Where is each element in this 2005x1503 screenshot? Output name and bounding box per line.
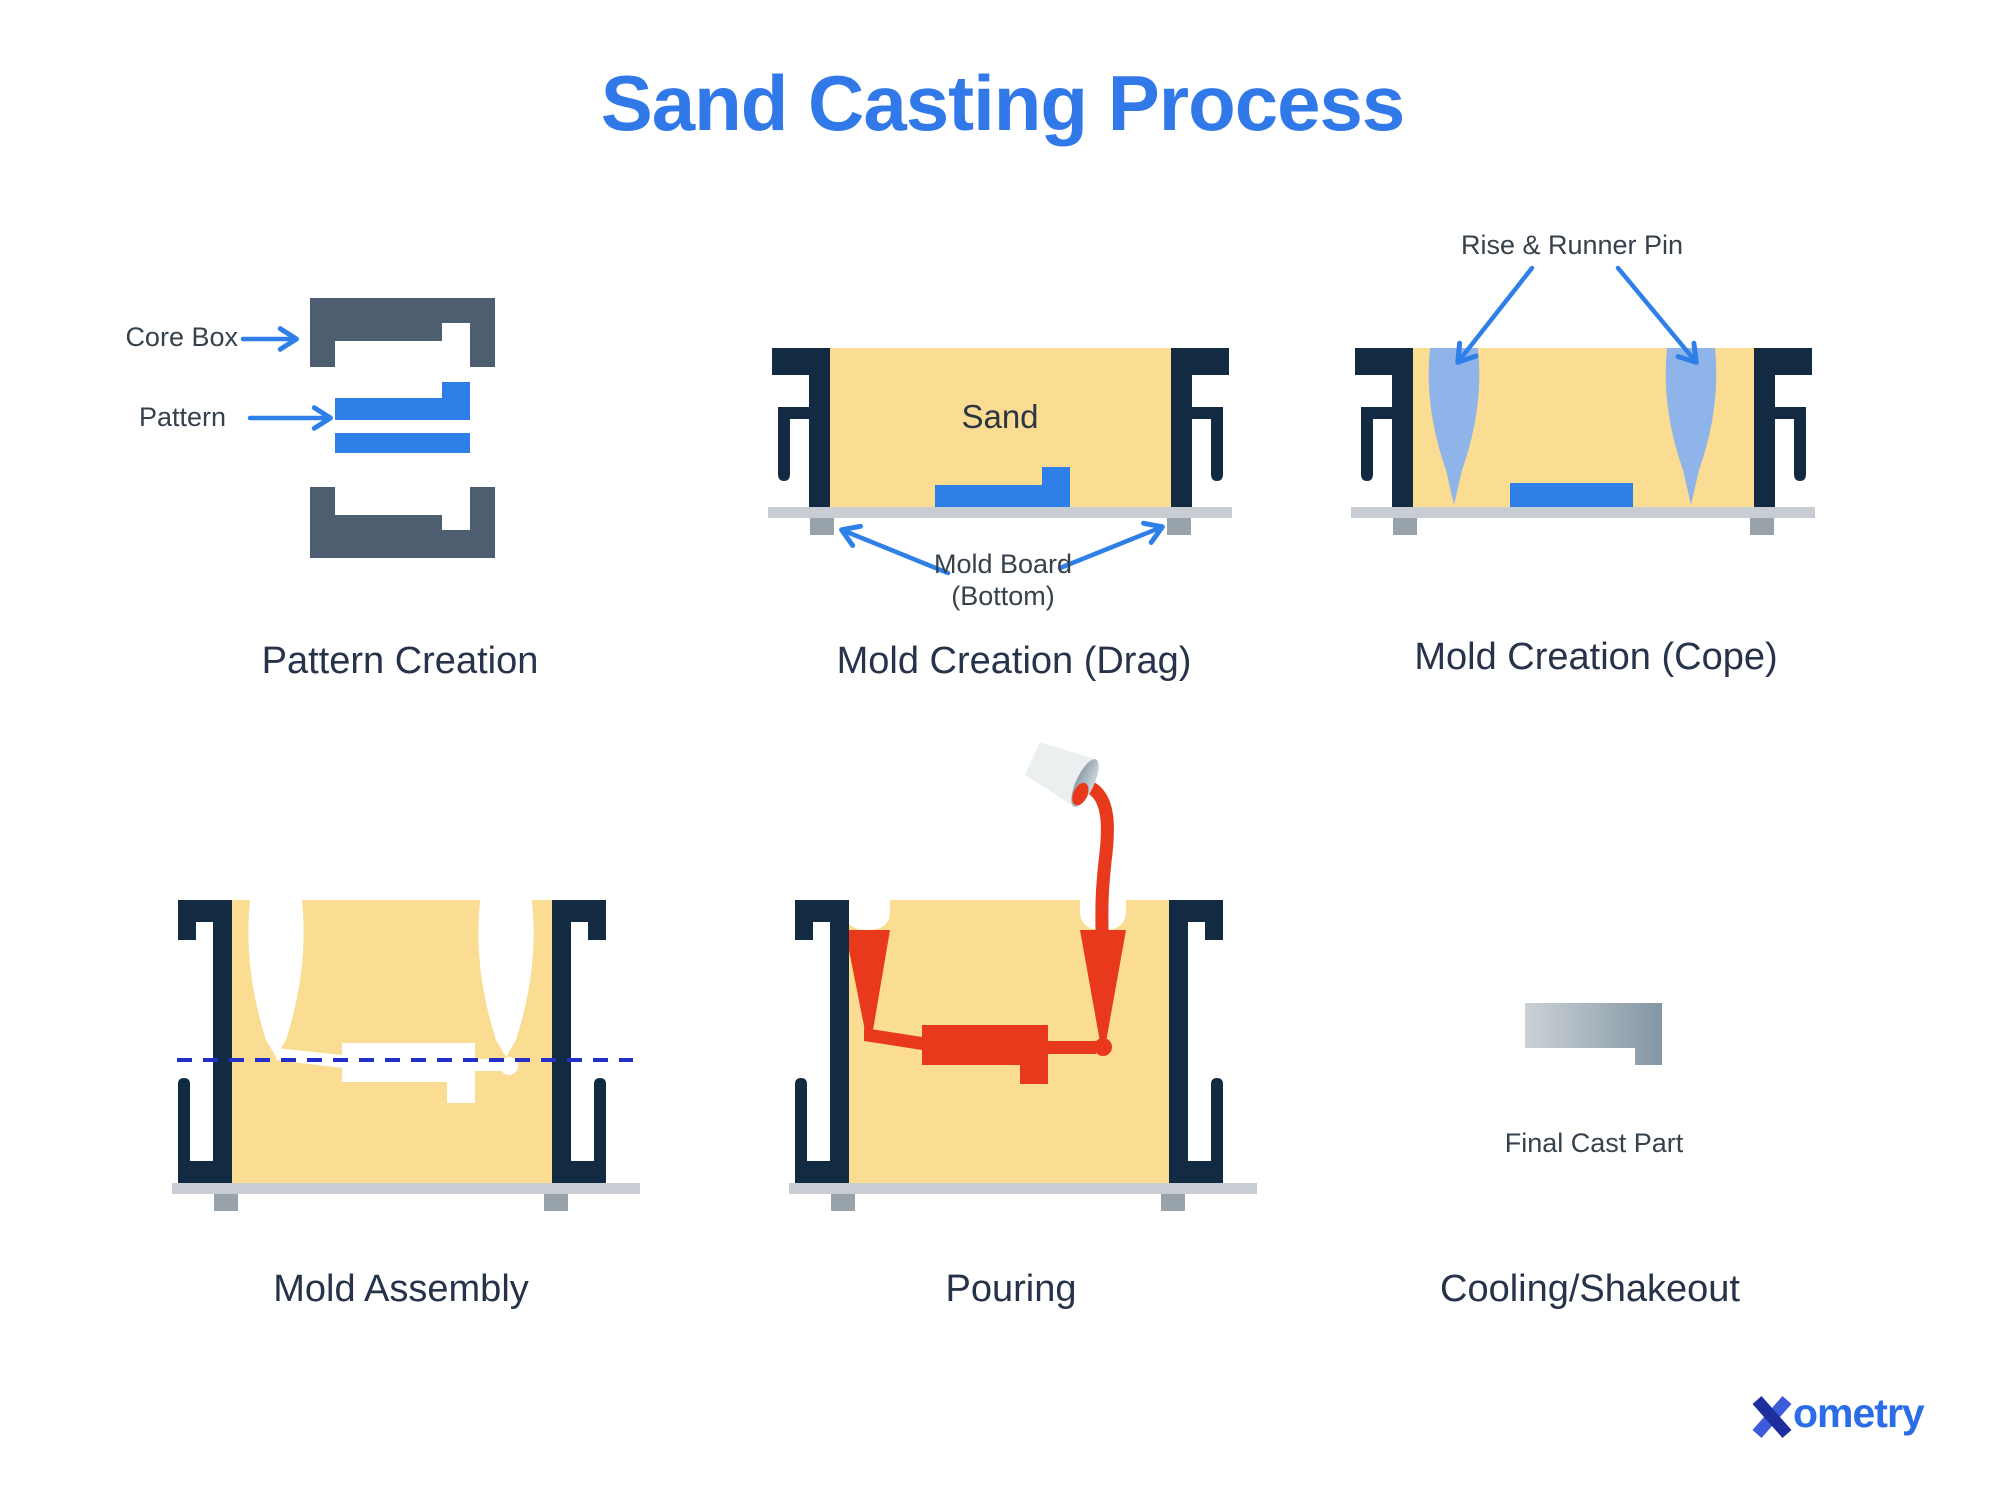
xometry-wordmark: ometry (1793, 1390, 1925, 1436)
ladle-molten-metal (1072, 782, 1089, 806)
caption-pattern-creation: Pattern Creation (261, 640, 539, 682)
flask-right-clamp (1169, 1078, 1223, 1183)
final-cast-part-label: Final Cast Part (1504, 1128, 1684, 1158)
final-cast-part-shape (1525, 1003, 1662, 1065)
flask-left-wall (772, 348, 830, 507)
molten-runner-well (1094, 1038, 1112, 1056)
molten-runner (864, 1028, 922, 1050)
mold-cope-diagram (1351, 265, 1815, 535)
xometry-logo: ometry (1752, 1390, 1925, 1436)
pattern-top-bar (335, 382, 470, 420)
mold-board-arrow-left (839, 523, 951, 576)
pouring-diagram (789, 742, 1257, 1211)
riser-cavity (478, 900, 534, 1057)
flask-right-wall (552, 900, 606, 1183)
drag-sand (829, 348, 1172, 507)
flask-right-clamp (552, 1078, 606, 1183)
caption-mold-creation-cope: Mold Creation (Cope) (1414, 636, 1778, 678)
core-box-bottom-shape (310, 487, 495, 558)
pattern-creation-diagram (240, 298, 495, 558)
flask-foot (810, 518, 834, 535)
sprue-mouth (845, 900, 890, 930)
flask-right-clamp (1192, 407, 1223, 481)
flask-left-clamp (795, 1078, 849, 1183)
part-cavity (342, 1043, 475, 1082)
embedded-pattern (935, 467, 1070, 507)
xometry-x-icon (1752, 1396, 1792, 1438)
pattern-bottom-bar (335, 433, 470, 453)
flask-foot (1167, 518, 1191, 535)
ladle-icon (1024, 742, 1099, 807)
flask-left-clamp (1361, 407, 1392, 481)
flask-foot (1161, 1194, 1185, 1211)
flask-left-clamp (178, 1078, 232, 1183)
caption-cooling-shakeout: Cooling/Shakeout (1440, 1268, 1740, 1310)
flask-foot (1750, 518, 1774, 535)
core-box-top-shape (310, 298, 495, 367)
flask-left-clamp (778, 407, 809, 481)
caption-mold-creation-drag: Mold Creation (Drag) (836, 640, 1192, 682)
pattern-label: Pattern (138, 402, 226, 432)
part-cavity-step (447, 1082, 475, 1103)
mold-board (1351, 507, 1815, 518)
molten-part-step (1020, 1065, 1048, 1084)
molten-stream (1086, 782, 1114, 943)
flask-foot (1393, 518, 1417, 535)
x-stroke-dark (1752, 1396, 1792, 1438)
flask-foot (831, 1194, 855, 1211)
flask-right-wall (1171, 348, 1229, 507)
molten-part-cavity (922, 1025, 1048, 1065)
rise-runner-pin-label: Rise & Runner Pin (1460, 230, 1684, 260)
sprue-cavity (248, 900, 304, 1057)
flask-left-wall (178, 900, 232, 1183)
caption-mold-assembly: Mold Assembly (273, 1268, 529, 1310)
page-title: Sand Casting Process (600, 59, 1406, 147)
cooling-shakeout-diagram (1525, 1003, 1662, 1065)
caption-pouring: Pouring (945, 1268, 1077, 1310)
riser-pin (1665, 348, 1717, 505)
molten-riser (845, 930, 890, 1036)
mold-board-label-line2: (Bottom) (951, 581, 1055, 612)
sand-label: Sand (961, 398, 1039, 435)
mold-board-arrow-right (1057, 520, 1165, 571)
mold-board (768, 507, 1232, 518)
flask-right-wall (1169, 900, 1223, 1183)
flask-left-wall (795, 900, 849, 1183)
molten-sprue (1080, 930, 1126, 1042)
runner-pin (1428, 348, 1480, 505)
flask-right-clamp (1775, 407, 1806, 481)
molten-runner (1048, 1041, 1096, 1054)
mold-drag-diagram (768, 348, 1232, 576)
flask-foot (544, 1194, 568, 1211)
mold-board (172, 1183, 640, 1194)
rise-runner-arrow-right (1615, 265, 1699, 365)
core-box-label: Core Box (125, 322, 238, 352)
flask-right-wall (1754, 348, 1812, 507)
mold-board (789, 1183, 1257, 1194)
rise-runner-arrow-left (1455, 265, 1535, 365)
mold-board-label: Mold Board (Bottom) (934, 548, 1072, 613)
runner-well-cavity (500, 1057, 518, 1075)
mold-board-label-line1: Mold Board (933, 549, 1073, 579)
embedded-pattern-flat (1510, 483, 1633, 507)
flask-left-wall (1355, 348, 1413, 507)
mold-assembly-diagram (172, 900, 640, 1211)
flask-foot (214, 1194, 238, 1211)
